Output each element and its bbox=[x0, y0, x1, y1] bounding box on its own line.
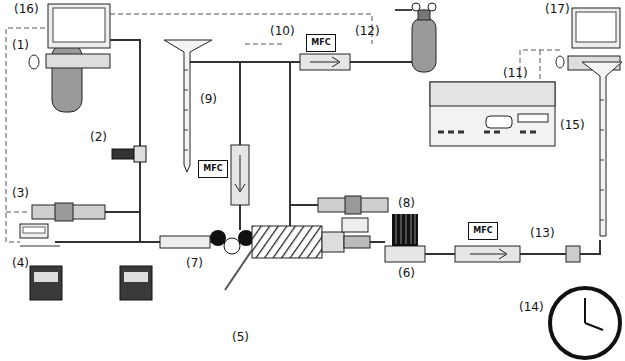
needle-valve bbox=[112, 146, 146, 162]
callout-number: (10) bbox=[270, 24, 295, 38]
pressure-gauge bbox=[318, 196, 388, 232]
mass-flow-controller bbox=[300, 54, 350, 70]
bubble-flowmeter bbox=[582, 62, 622, 236]
temperature-controller bbox=[30, 266, 152, 300]
callout-number: (1) bbox=[12, 38, 29, 52]
callout-number: (11) bbox=[503, 66, 528, 80]
device-label: MFC bbox=[203, 164, 222, 174]
device-label: MFC bbox=[473, 226, 492, 236]
callout-number: (7) bbox=[186, 256, 203, 270]
callout-number: (14) bbox=[519, 300, 544, 314]
callout-number: (6) bbox=[398, 266, 415, 280]
computer bbox=[29, 4, 110, 69]
stopwatch bbox=[550, 288, 620, 358]
gas-cylinder bbox=[395, 3, 436, 72]
computer bbox=[556, 8, 620, 70]
callout-number: (16) bbox=[14, 2, 39, 16]
mfc-box: MFC bbox=[468, 222, 498, 240]
reactor bbox=[160, 226, 370, 290]
pressure-transducer bbox=[20, 203, 105, 238]
gas-chromatograph bbox=[430, 82, 555, 146]
callout-number: (17) bbox=[545, 2, 570, 16]
mfc-box: MFC bbox=[306, 34, 336, 52]
mass-flow-controller bbox=[455, 246, 580, 262]
mass-flow-controller bbox=[231, 145, 249, 205]
callout-number: (15) bbox=[560, 118, 585, 132]
callout-number: (3) bbox=[12, 186, 29, 200]
mfc-box: MFC bbox=[198, 160, 228, 178]
bubble-flowmeter bbox=[164, 40, 212, 172]
device-label: MFC bbox=[311, 38, 330, 48]
back-pressure-valve bbox=[385, 214, 425, 262]
callout-number: (5) bbox=[232, 330, 249, 344]
callout-number: (8) bbox=[398, 196, 415, 210]
callout-number: (2) bbox=[90, 130, 107, 144]
tubing bbox=[20, 40, 600, 254]
callout-number: (4) bbox=[12, 256, 29, 270]
callout-number: (9) bbox=[200, 92, 217, 106]
callout-number: (12) bbox=[355, 24, 380, 38]
callout-number: (13) bbox=[530, 226, 555, 240]
